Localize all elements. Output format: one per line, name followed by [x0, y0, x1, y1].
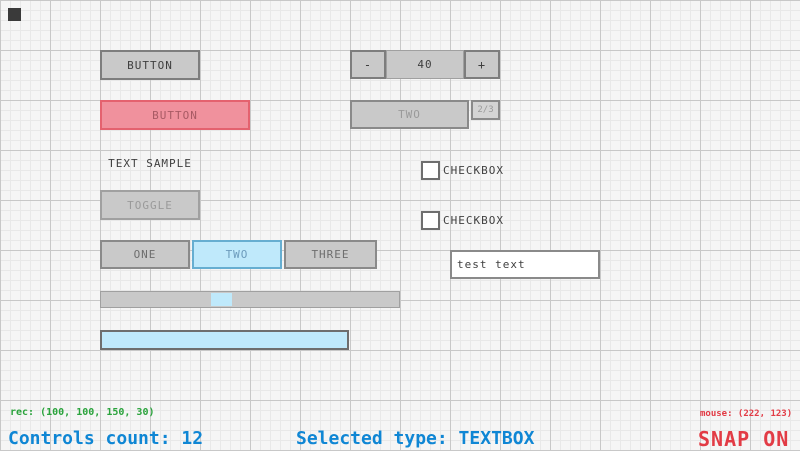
- slider-handle[interactable]: [211, 293, 232, 306]
- selected-rec-status: rec: (100, 100, 150, 30): [10, 407, 155, 418]
- checkbox-2[interactable]: [421, 211, 440, 230]
- selected-type-status: Selected type: TEXTBOX: [296, 428, 535, 449]
- toggle-group-item-three[interactable]: THREE: [284, 240, 377, 269]
- spinner-plus-button[interactable]: +: [464, 50, 500, 79]
- toggle-button[interactable]: TOGGLE: [100, 190, 200, 220]
- combo-counter-button[interactable]: 2/3: [471, 100, 500, 120]
- toggle-group-item-one[interactable]: ONE: [100, 240, 190, 269]
- checkbox-1-label: CHECKBOX: [443, 164, 504, 177]
- slider[interactable]: [100, 291, 400, 308]
- progress-bar[interactable]: [100, 330, 349, 350]
- toggle-group-item-two[interactable]: TWO: [192, 240, 282, 269]
- selected-button[interactable]: BUTTON: [100, 100, 250, 130]
- controls-count-status: Controls count: 12: [8, 428, 204, 449]
- text-label: TEXT SAMPLE: [108, 156, 192, 170]
- snap-mode-status: SNAP ON: [698, 427, 790, 451]
- combo-box[interactable]: TWO: [350, 100, 469, 129]
- button[interactable]: BUTTON: [100, 50, 200, 80]
- spinner-value[interactable]: 40: [386, 50, 464, 79]
- origin-marker: [8, 8, 21, 21]
- checkbox-2-label: CHECKBOX: [443, 214, 504, 227]
- mouse-position-status: mouse: (222, 123): [700, 409, 793, 419]
- textbox-input[interactable]: [450, 250, 600, 279]
- checkbox-1[interactable]: [421, 161, 440, 180]
- spinner-minus-button[interactable]: -: [350, 50, 386, 79]
